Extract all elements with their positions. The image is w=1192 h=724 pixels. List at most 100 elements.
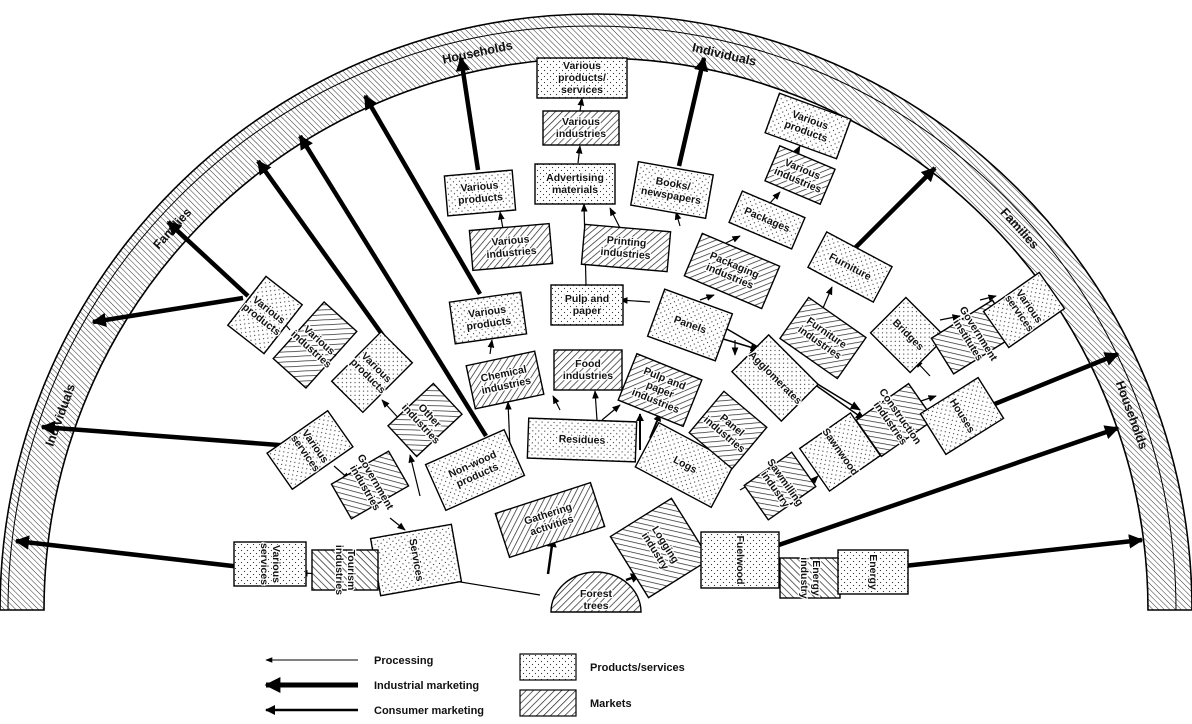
node-bridges: Bridges <box>869 296 947 374</box>
node-label: paper <box>573 305 602 317</box>
legend-products-swatch <box>519 653 577 681</box>
node-label: Forest <box>580 588 613 600</box>
node-label: trees <box>583 600 608 612</box>
processing-arrow <box>487 339 495 355</box>
processing-arrow <box>575 145 583 164</box>
node-label: Various <box>563 60 601 72</box>
node-logs: Logs <box>634 421 736 509</box>
marketing-arrow <box>298 134 488 438</box>
processing-arrow <box>939 314 961 321</box>
processing-arrow <box>592 390 599 421</box>
node-label: services <box>258 543 270 585</box>
node-label: materials <box>552 184 598 196</box>
marketing-arrow <box>40 420 293 449</box>
marketing-arrow <box>903 534 1144 569</box>
node-label: Energy <box>867 554 879 590</box>
processing-arrow <box>674 211 682 227</box>
node-label: Advertising <box>546 172 604 184</box>
node-packages: Packages <box>728 190 806 250</box>
legend-industrial-marketing: Industrial marketing <box>374 680 479 692</box>
processing-arrow <box>389 517 406 531</box>
legend-markets: Markets <box>590 698 632 710</box>
node-label: Fuelwood <box>734 536 746 585</box>
legend: Processing Industrial marketing Consumer… <box>264 653 685 717</box>
node-houses: Houses <box>919 376 1005 456</box>
marketing-arrow <box>769 425 1120 551</box>
marketing-arrow <box>851 166 937 252</box>
node-label: Food <box>575 358 601 370</box>
node-books: Books/newspapers <box>629 160 715 220</box>
processing-arrow <box>408 454 421 497</box>
node-energy: Energy <box>837 549 909 595</box>
node-label: Various <box>562 116 600 128</box>
node-label: Various <box>460 179 499 194</box>
node-label: industries <box>333 545 345 595</box>
marketing-arrow <box>455 56 481 171</box>
node-label: industries <box>486 245 537 261</box>
processing-arrow <box>601 404 621 421</box>
node-furniture: Furniture <box>806 231 894 303</box>
marketing-arrow <box>166 220 250 298</box>
node-label: Tourism <box>345 550 357 591</box>
node-panels: Panels <box>646 288 734 362</box>
node-label: products <box>458 191 504 207</box>
node-label: industry <box>798 557 810 599</box>
processing-arrow <box>719 337 762 352</box>
processing-arrow <box>979 294 997 302</box>
node-sawnwood: Sawnwood <box>798 411 882 493</box>
legend-consumer-marketing: Consumer marketing <box>374 705 484 717</box>
processing-arrow <box>577 97 585 112</box>
node-label: Energy <box>810 560 822 596</box>
node-label: Printing <box>606 234 647 249</box>
marketing-arrow <box>363 94 482 296</box>
node-fuelwood: Fuelwood <box>700 531 780 589</box>
node-label: industries <box>563 370 613 382</box>
marketing-arrow <box>14 535 251 571</box>
node-label: Pulp and <box>565 293 609 305</box>
marketing-arrow <box>979 351 1120 413</box>
processing-arrow <box>619 297 651 304</box>
node-residues: Residues <box>526 417 638 463</box>
node-label: Various <box>491 233 530 248</box>
processing-arrow <box>649 413 661 439</box>
flow-arrows <box>14 56 1144 596</box>
processing-arrow <box>769 191 781 204</box>
node-label: industries <box>600 246 651 262</box>
node-label: Residues <box>558 433 605 447</box>
node-label: services <box>561 84 603 96</box>
node-services: Services <box>369 523 463 597</box>
processing-arrow <box>699 294 715 301</box>
marketing-arrow <box>256 159 386 339</box>
marketing-arrow <box>676 56 709 167</box>
